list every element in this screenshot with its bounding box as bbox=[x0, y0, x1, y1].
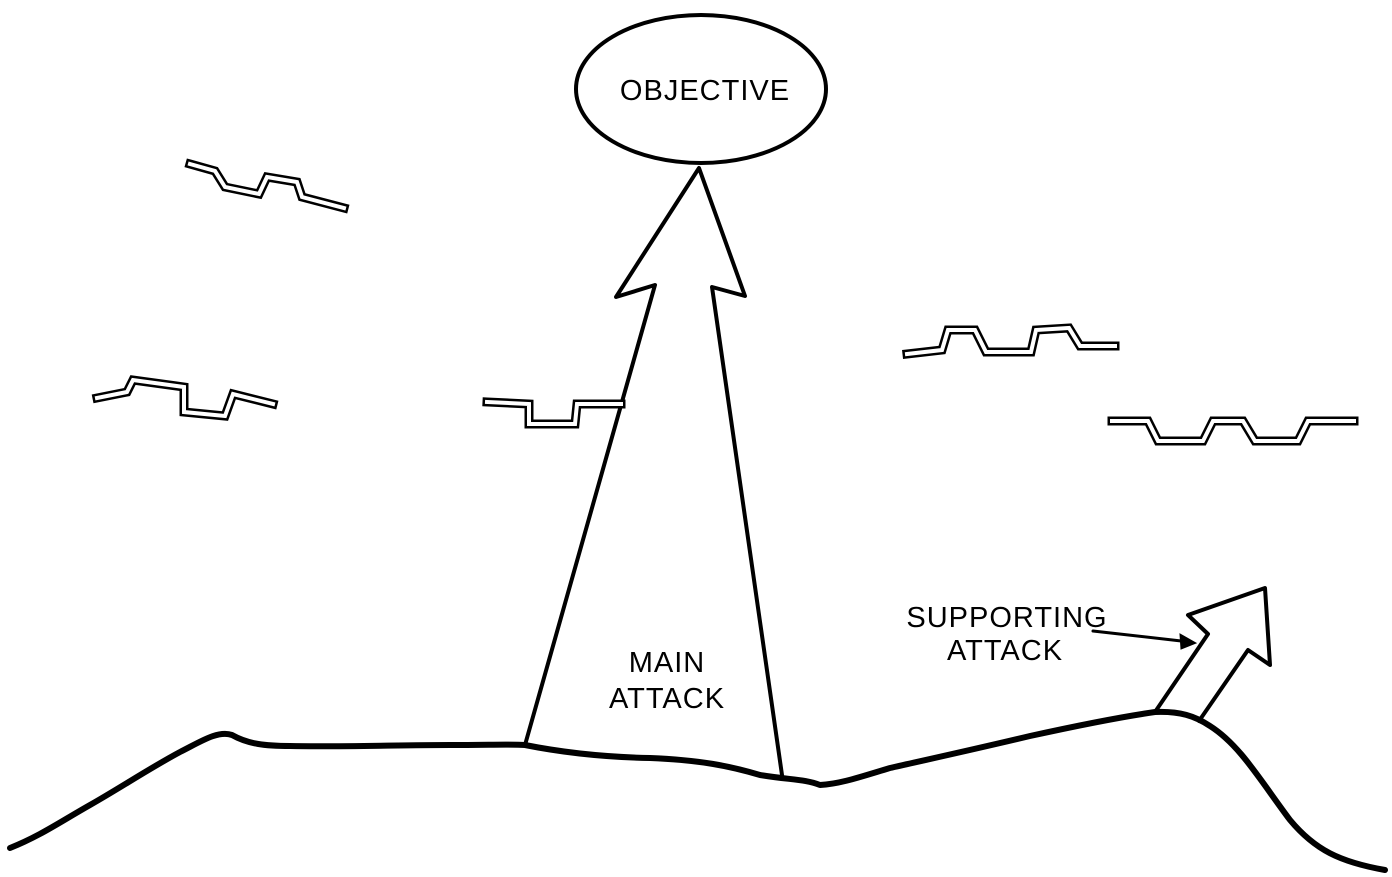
ground-line bbox=[7, 708, 1388, 873]
objective-ellipse bbox=[574, 13, 828, 165]
main-attack-label-line1: MAIN bbox=[629, 647, 706, 679]
objective-label: OBJECTIVE bbox=[620, 75, 790, 107]
main-attack-label-line2: ATTACK bbox=[609, 683, 725, 715]
supporting-attack-label-line2: ATTACK bbox=[947, 635, 1063, 667]
wire-obstacle-2 bbox=[91, 375, 279, 421]
supporting-attack-arrow bbox=[1153, 586, 1272, 723]
wire-obstacle-3 bbox=[482, 397, 626, 429]
supporting-attack-pointer bbox=[1091, 629, 1198, 650]
wire-obstacle-1 bbox=[184, 158, 350, 214]
main-attack-arrow bbox=[523, 166, 784, 777]
supporting-attack-label-line1: SUPPORTING bbox=[906, 602, 1107, 634]
wire-obstacle-4 bbox=[902, 323, 1120, 359]
wire-obstacle-5 bbox=[1107, 416, 1359, 446]
